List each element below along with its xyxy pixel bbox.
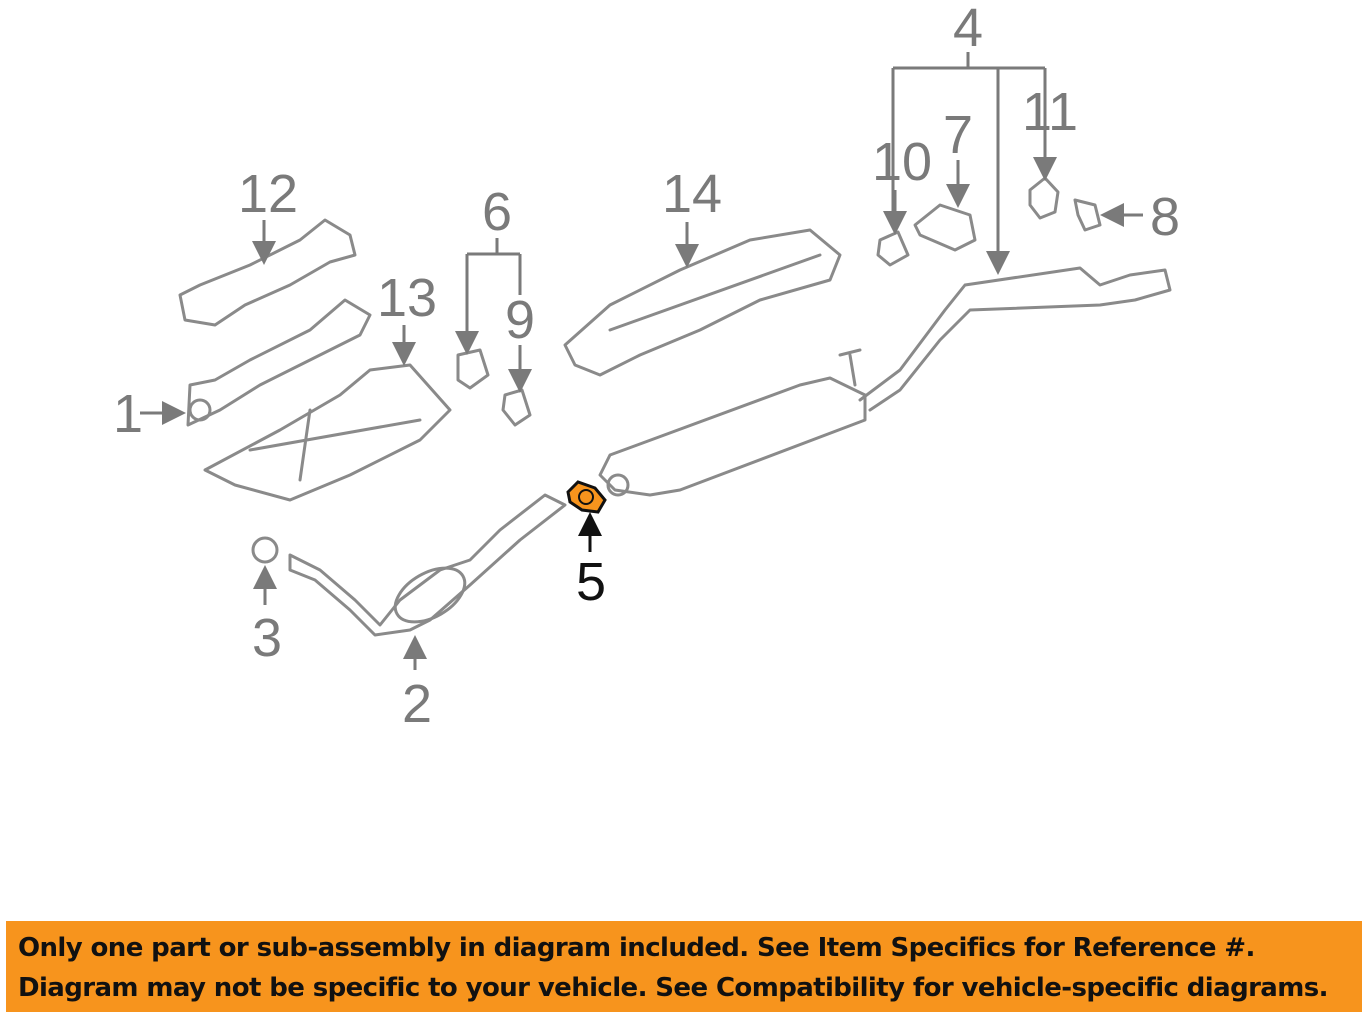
exhaust-parts-diagram: 1 2 3 4 5 6 7 8 9 10 11 12 13 14 <box>113 0 1180 734</box>
callout-7: 7 <box>943 105 973 165</box>
callout-2: 2 <box>402 674 432 734</box>
part-2-converter <box>288 493 567 637</box>
part-6-bracket <box>456 348 490 390</box>
callout-8: 8 <box>1150 187 1180 247</box>
callout-1: 1 <box>113 384 143 444</box>
callout-4-leader <box>891 52 1047 270</box>
part-10-insulator <box>876 230 910 267</box>
callout-6-leader <box>465 238 522 345</box>
part-3-gasket <box>251 536 279 564</box>
callout-12: 12 <box>238 164 298 224</box>
callout-3: 3 <box>252 608 282 668</box>
callout-10: 10 <box>872 132 932 192</box>
callout-6: 6 <box>482 182 512 242</box>
callout-9: 9 <box>505 290 535 350</box>
part-12-heat-shield <box>178 218 357 327</box>
part-4-muffler-tailpipe <box>598 266 1172 497</box>
part-13-heat-shield <box>203 363 452 502</box>
part-1-front-pipe <box>186 298 372 427</box>
part-8-clamp <box>1073 198 1102 232</box>
callout-5: 5 <box>576 552 606 612</box>
part-14-heat-shield <box>563 228 842 377</box>
part-5-gasket-highlighted <box>566 480 607 514</box>
disclaimer-line-2: Diagram may not be specific to your vehi… <box>18 973 1328 1003</box>
part-7-hanger <box>913 203 977 252</box>
callout-13: 13 <box>377 268 437 328</box>
callout-4: 4 <box>953 0 983 58</box>
callout-11: 11 <box>1022 82 1078 142</box>
callout-14: 14 <box>662 164 722 224</box>
part-9-hanger <box>501 388 532 427</box>
disclaimer-line-1: Only one part or sub-assembly in diagram… <box>18 933 1255 963</box>
part-11-insulator <box>1028 176 1060 220</box>
disclaimer-banner: Only one part or sub-assembly in diagram… <box>6 921 1362 1012</box>
